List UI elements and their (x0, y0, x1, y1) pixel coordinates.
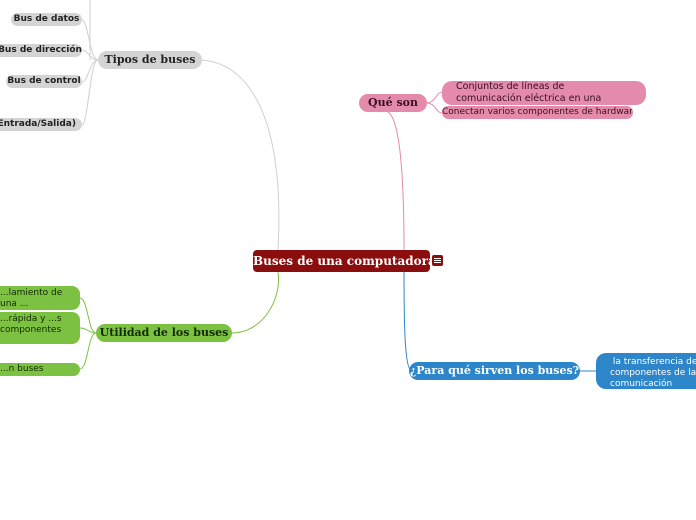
branch-para-que-sirven[interactable]: ¿Para qué sirven los buses? (409, 362, 580, 380)
leaf-para-que-sirven[interactable]: la transferencia de d... componentes de … (596, 353, 696, 389)
leaf-conjuntos-de-lineas[interactable]: Conjuntos de líneas de comunicación eléc… (442, 81, 646, 105)
menu-lines-icon[interactable] (432, 255, 443, 266)
leaf-bus-de-es-label: Bus de E/S (Entrada/Salida) (0, 119, 76, 129)
central-topic[interactable]: Buses de una computadora? (253, 250, 430, 272)
leaf-utilidad-1[interactable]: ...lamiento de una ... (0, 286, 80, 310)
branch-utilidad-de-los-buses[interactable]: Utilidad de los buses (96, 324, 232, 342)
leaf-conectan-componentes[interactable]: Conectan varios componentes de hardware (442, 106, 633, 119)
leaf-utilidad-3[interactable]: ...n buses eficientes (0, 363, 80, 376)
leaf-bus-de-datos[interactable]: Bus de datos (11, 13, 82, 26)
leaf-utilidad-2[interactable]: ...rápida y ...s componentes (0, 312, 80, 344)
leaf-bus-de-es[interactable]: Bus de E/S (Entrada/Salida) (0, 118, 82, 131)
branch-tipos-de-buses[interactable]: Tipos de buses (98, 51, 202, 69)
leaf-bus-de-direccion[interactable]: Bus de dirección (0, 44, 82, 57)
leaf-bus-de-control[interactable]: Bus de control (6, 75, 82, 88)
branch-que-son[interactable]: Qué son (359, 94, 427, 112)
